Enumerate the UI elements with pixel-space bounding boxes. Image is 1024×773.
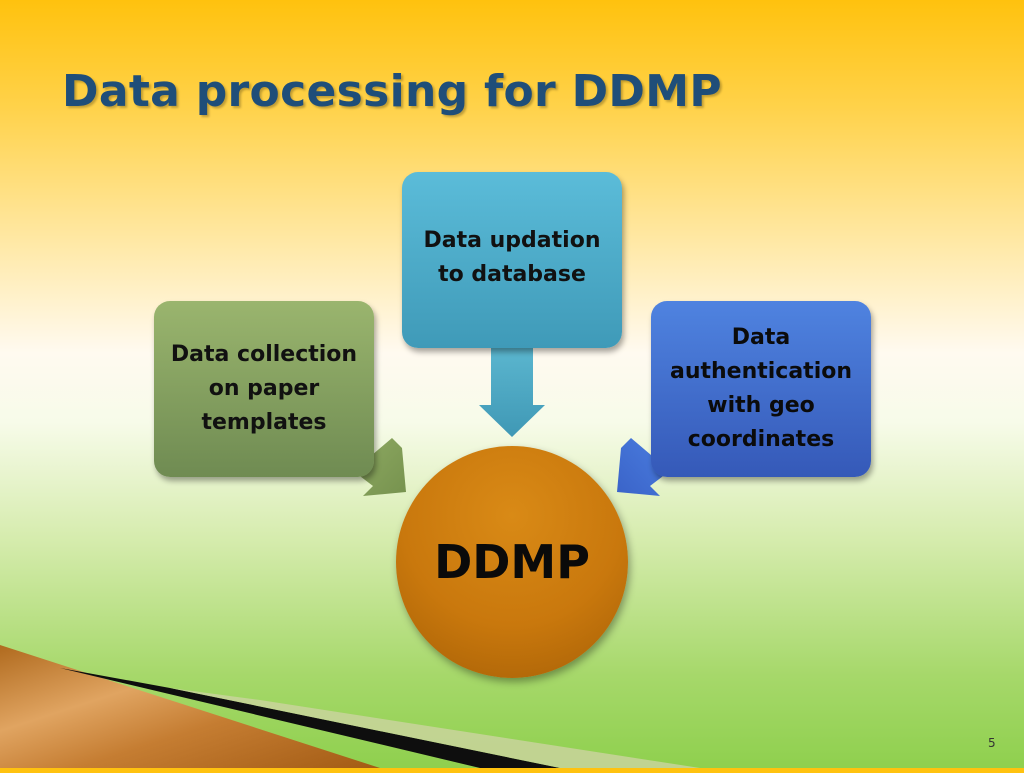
node-data-collection-label: Data collection on paper templates — [170, 342, 358, 435]
arrow-top-to-center — [479, 348, 545, 437]
center-node-ddmp: DDMP — [396, 446, 628, 678]
node-data-updation: Data updation to database — [402, 172, 622, 348]
pale-stripe — [170, 688, 700, 768]
node-data-authentication: Data authentication with geo coordinates — [651, 301, 871, 477]
slide-number: 5 — [988, 736, 996, 750]
black-stripe — [60, 668, 560, 768]
center-node-label: DDMP — [434, 535, 590, 589]
arrow-left-to-center — [352, 438, 406, 496]
node-data-collection: Data collection on paper templates — [154, 301, 374, 477]
node-data-authentication-label: Data authentication with geo coordinates — [669, 325, 853, 452]
slide-title: Data processing for DDMP — [62, 66, 722, 117]
arrow-right-to-center — [617, 438, 671, 496]
node-data-updation-label: Data updation to database — [423, 228, 601, 287]
